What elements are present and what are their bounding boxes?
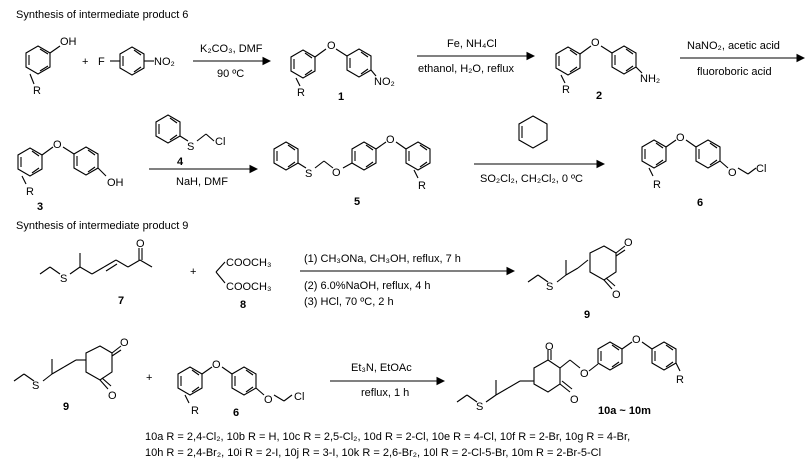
step7-reagents: Et₃N, EtOAc — [351, 362, 412, 374]
step3-reagents: NaNO₂, acetic acid — [687, 40, 780, 52]
compound-7-label: 7 — [118, 295, 124, 307]
compound-6-structure — [641, 139, 757, 177]
compound-9b-o-top: O — [120, 337, 129, 349]
compound-6-label: 6 — [697, 197, 703, 209]
compound-6-cl: Cl — [756, 163, 766, 175]
compound-8-structure — [215, 261, 226, 284]
product-o-top: O — [545, 341, 554, 353]
compound-5-structure — [273, 141, 431, 179]
compound-4-cl: Cl — [215, 136, 225, 148]
fluorine-label: F — [98, 56, 105, 68]
compound-3-r: R — [26, 186, 34, 198]
compound-8-ester-top: COOCH₃ — [226, 257, 271, 269]
phenol-structure — [25, 45, 61, 85]
compound-2-structure — [555, 45, 643, 84]
section-title-intermediate-6: Synthesis of intermediate product 6 — [16, 9, 188, 21]
compound-2-label: 2 — [596, 90, 602, 102]
compound-5-s: S — [305, 168, 312, 180]
compound-7-s: S — [60, 273, 67, 285]
product-label: 10a ~ 10m — [598, 405, 651, 417]
compound-8-ester-bottom: COOCH₃ — [226, 281, 271, 293]
compound-6b-cl: Cl — [294, 391, 304, 403]
compound-1-nitro: NO₂ — [374, 76, 395, 88]
compound-6b-structure — [177, 366, 293, 404]
product-o-bottom: O — [570, 394, 579, 406]
compound-1-r: R — [297, 87, 305, 99]
compound-3-label: 3 — [37, 201, 43, 213]
compound-4-s: S — [187, 141, 194, 153]
compound-3-ether-o: O — [53, 139, 62, 151]
compound-2-amine: NH₂ — [640, 73, 660, 85]
compound-5-ether-o: O — [386, 134, 395, 146]
compound-6b-ether-o: O — [212, 359, 221, 371]
fluoronitrobenzene-structure — [110, 46, 154, 76]
compound-9b-structure — [13, 345, 122, 390]
phenol-oh-label: OH — [60, 36, 77, 48]
compound-9b-o-bottom: O — [108, 390, 117, 402]
product-r: R — [676, 374, 684, 386]
product-ether-o: O — [632, 334, 641, 346]
compound-9-o-bottom: O — [612, 289, 621, 301]
compound-3-structure — [17, 146, 107, 185]
compound-1-ether-o: O — [327, 40, 336, 52]
step2-conditions: ethanol, H₂O, reflux — [418, 63, 514, 75]
step4-reagents: NaH, DMF — [176, 176, 228, 188]
compound-7-structure — [39, 248, 153, 275]
step6-line2: (2) 6.0%NaOH, reflux, 4 h — [304, 280, 431, 292]
compound-6-o-link: O — [728, 167, 737, 179]
step3-acid: fluoroboric acid — [697, 66, 772, 78]
product-10-structure — [456, 341, 681, 403]
cyclohexene-structure — [518, 115, 548, 149]
compound-6-ether-o: O — [676, 132, 685, 144]
compound-1-label: 1 — [338, 91, 344, 103]
product-s: S — [476, 401, 483, 413]
phenol-r-label: R — [33, 85, 41, 97]
step7-conditions: reflux, 1 h — [361, 387, 409, 399]
compound-9-o-top: O — [624, 237, 633, 249]
compound-6b-o-link: O — [264, 394, 273, 406]
step6-line1: (1) CH₃ONa, CH₃OH, reflux, 7 h — [304, 253, 461, 265]
compound-9-label: 9 — [584, 309, 590, 321]
compound-2-ether-o: O — [591, 37, 600, 49]
compound-1-structure — [290, 48, 377, 87]
product-o-link: O — [580, 368, 589, 380]
compound-6b-label: 6 — [233, 407, 239, 419]
compound-9-structure — [527, 245, 626, 290]
r-group-line-1: 10a R = 2,4-Cl₂, 10b R = H, 10c R = 2,5-… — [145, 431, 630, 443]
compound-5-label: 5 — [354, 196, 360, 208]
step5-reagents: SO₂Cl₂, CH₂Cl₂, 0 ºC — [480, 173, 583, 185]
compound-4-structure — [155, 114, 215, 144]
compound-8-label: 8 — [240, 299, 246, 311]
plus-sign-1: + — [82, 56, 88, 68]
r-group-line-2: 10h R = 2,4-Br₂, 10i R = 2-I, 10j R = 3-… — [145, 447, 601, 459]
plus-sign-2: + — [190, 266, 196, 278]
section-title-intermediate-9: Synthesis of intermediate product 9 — [16, 220, 188, 232]
compound-9b-s: S — [32, 380, 39, 392]
step1-temperature: 90 ºC — [217, 68, 244, 80]
compound-2-r: R — [562, 84, 570, 96]
compound-9-s: S — [546, 281, 553, 293]
step2-reagents: Fe, NH₄Cl — [447, 38, 497, 50]
compound-4-label: 4 — [177, 156, 184, 168]
compound-6-r: R — [653, 179, 661, 191]
nitro-label: NO₂ — [154, 56, 175, 68]
compound-5-r: R — [418, 180, 426, 192]
step1-reagents: K₂CO₃, DMF — [200, 43, 263, 55]
compound-7-o: O — [136, 238, 145, 250]
compound-9b-label: 9 — [63, 401, 69, 413]
compound-5-o-link: O — [332, 167, 341, 179]
compound-3-oh: OH — [107, 177, 124, 189]
plus-sign-3: + — [146, 372, 152, 384]
compound-6b-r: R — [191, 405, 199, 417]
step6-line3: (3) HCl, 70 ºC, 2 h — [304, 296, 394, 308]
